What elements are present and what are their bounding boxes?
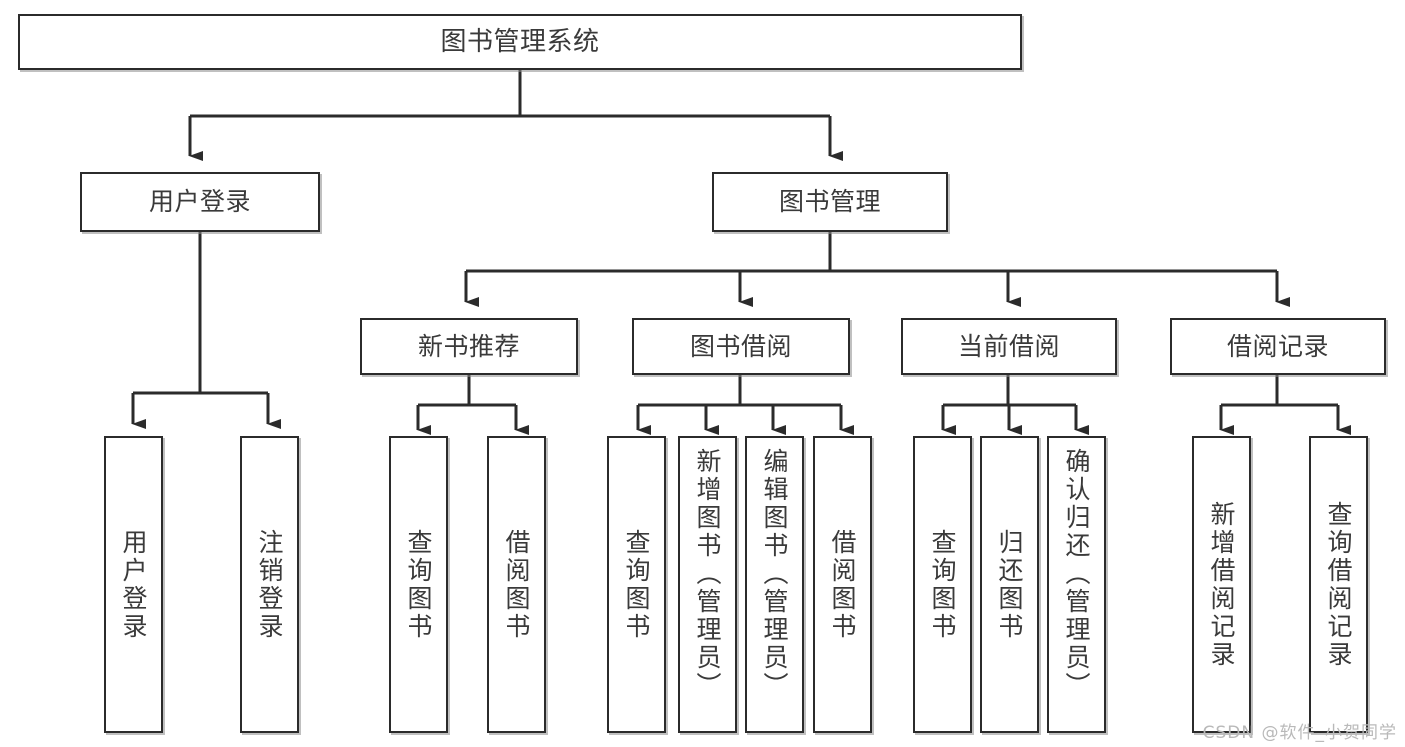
node-label: 编辑图书（管理员） xyxy=(760,448,789,700)
node-label: 确认归还（管理员） xyxy=(1062,448,1091,700)
node-label: 借阅记录 xyxy=(1226,331,1329,361)
node-label: 新增图书（管理员） xyxy=(693,448,722,700)
leaf-add-borrow-record[interactable]: 新增借阅记录 xyxy=(1192,436,1251,733)
leaf-add-book[interactable]: 新增图书（管理员） xyxy=(678,436,737,733)
leaf-confirm-return[interactable]: 确认归还（管理员） xyxy=(1047,436,1106,733)
leaf-query-book-recommend[interactable]: 查询图书 xyxy=(389,436,448,733)
node-label: 当前借阅 xyxy=(957,331,1060,361)
node-label: 注销登录 xyxy=(255,528,284,641)
leaf-query-book-borrow[interactable]: 查询图书 xyxy=(607,436,666,733)
leaf-edit-book[interactable]: 编辑图书（管理员） xyxy=(745,436,804,733)
node-root-system[interactable]: 图书管理系统 xyxy=(18,14,1022,70)
leaf-logout[interactable]: 注销登录 xyxy=(240,436,299,733)
leaf-user-login[interactable]: 用户登录 xyxy=(104,436,163,733)
node-label: 图书借阅 xyxy=(689,331,792,361)
node-label: 借阅图书 xyxy=(828,528,857,641)
node-label: 用户登录 xyxy=(148,187,251,217)
node-label: 新书推荐 xyxy=(417,331,520,361)
node-book-management[interactable]: 图书管理 xyxy=(712,172,948,232)
node-label: 用户登录 xyxy=(119,528,148,641)
watermark-text: CSDN @软件_小贺同学 xyxy=(1202,723,1397,743)
node-label: 图书管理系统 xyxy=(440,26,600,57)
node-label: 新增借阅记录 xyxy=(1207,500,1236,669)
node-label: 归还图书 xyxy=(995,528,1024,641)
node-borrow-record[interactable]: 借阅记录 xyxy=(1170,318,1386,375)
node-book-borrow[interactable]: 图书借阅 xyxy=(632,318,850,375)
node-current-borrow[interactable]: 当前借阅 xyxy=(901,318,1117,375)
node-label: 查询图书 xyxy=(622,528,651,641)
node-label: 查询图书 xyxy=(928,528,957,641)
leaf-query-book-current[interactable]: 查询图书 xyxy=(913,436,972,733)
leaf-borrow-book-recommend[interactable]: 借阅图书 xyxy=(487,436,546,733)
node-label: 查询借阅记录 xyxy=(1324,500,1353,669)
node-new-book-recommend[interactable]: 新书推荐 xyxy=(360,318,578,375)
node-label: 图书管理 xyxy=(778,187,881,217)
node-label: 查询图书 xyxy=(404,528,433,641)
leaf-return-book[interactable]: 归还图书 xyxy=(980,436,1039,733)
node-user-login[interactable]: 用户登录 xyxy=(80,172,320,232)
leaf-query-borrow-record[interactable]: 查询借阅记录 xyxy=(1309,436,1368,733)
node-label: 借阅图书 xyxy=(502,528,531,641)
leaf-borrow-book-borrow[interactable]: 借阅图书 xyxy=(813,436,872,733)
